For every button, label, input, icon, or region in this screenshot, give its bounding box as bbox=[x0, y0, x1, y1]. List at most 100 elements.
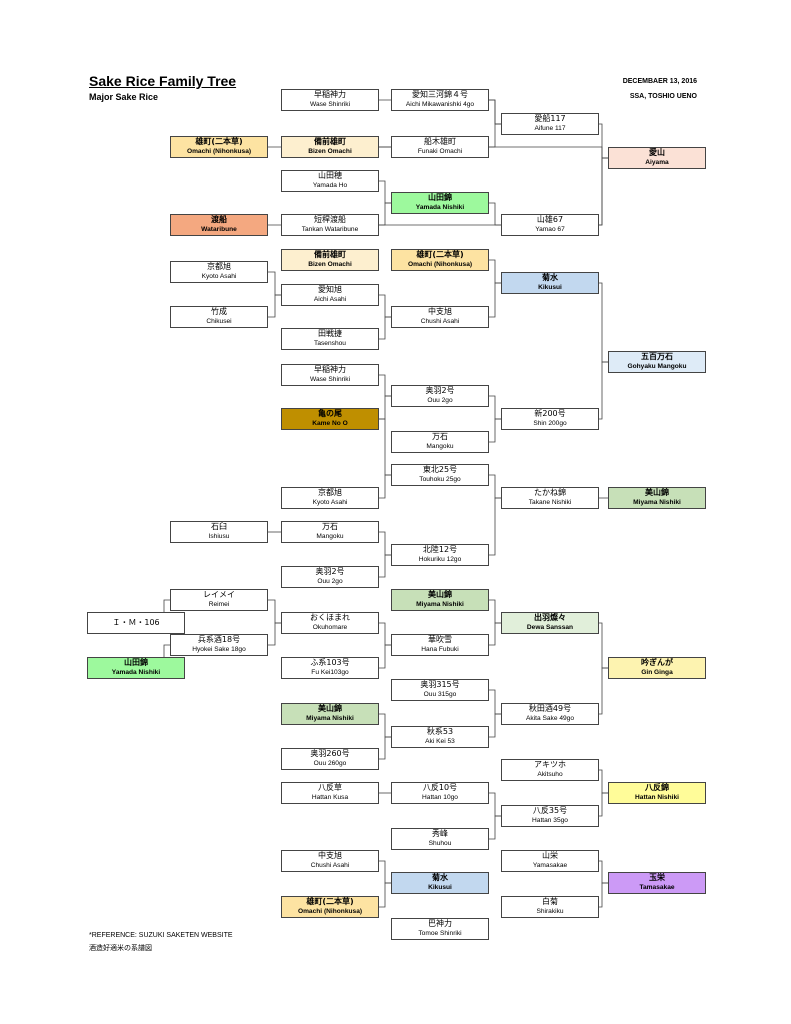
connector-line bbox=[379, 294, 391, 318]
rice-name-en: Miyama Nishiki bbox=[306, 715, 354, 722]
rice-node-omachi3: 雄町(二本草)Omachi (Nihonkusa) bbox=[281, 896, 379, 918]
rice-name-en: Akita Sake 49go bbox=[525, 715, 575, 722]
connector-line bbox=[599, 667, 608, 715]
rice-name-jp: 出羽燦々 bbox=[534, 613, 566, 622]
rice-name-jp: 中支旭 bbox=[318, 851, 342, 860]
rice-name-jp: 万石 bbox=[432, 432, 448, 441]
connector-line bbox=[599, 792, 608, 817]
connector-line bbox=[379, 554, 391, 578]
rice-name-en: Hattan Kusa bbox=[311, 794, 349, 801]
connector-line bbox=[379, 418, 391, 476]
rice-name-en: Tamasakae bbox=[639, 884, 675, 891]
connector-line bbox=[599, 882, 608, 908]
rice-name-jp: 早稲神力 bbox=[314, 365, 346, 374]
connector-line bbox=[379, 860, 391, 884]
connector-line bbox=[489, 202, 501, 226]
rice-name-en: Ouu 315go bbox=[423, 691, 457, 698]
rice-name-en: Mangoku bbox=[316, 533, 344, 540]
rice-name-jp: 八反錦 bbox=[645, 783, 669, 792]
connector-line bbox=[379, 202, 391, 226]
rice-name-en: Wataribune bbox=[201, 226, 237, 233]
rice-name-jp: 愛知旭 bbox=[318, 285, 342, 294]
rice-name-jp: 八反35号 bbox=[532, 806, 568, 815]
rice-node-miyama3: 美山錦 Miyama Nishiki bbox=[281, 703, 379, 725]
connector-line bbox=[599, 123, 608, 159]
rice-name-en: Aichi Asahi bbox=[313, 296, 347, 303]
connector-line bbox=[489, 395, 501, 420]
connector-line bbox=[379, 644, 391, 669]
rice-name-jp: 愛船117 bbox=[534, 114, 566, 123]
rice-name-en: Okuhomare bbox=[312, 624, 348, 631]
connector-line bbox=[489, 282, 501, 318]
author-label: SSA, TOSHIO UENO bbox=[629, 93, 697, 100]
connector-line bbox=[489, 622, 501, 646]
rice-name-jp: 田戦捷 bbox=[318, 329, 342, 338]
rice-name-jp: 北陸12号 bbox=[422, 545, 458, 554]
date-label: DECEMBAER 13, 2016 bbox=[622, 78, 697, 85]
page-title: Sake Rice Family Tree bbox=[89, 73, 237, 89]
connector-line bbox=[489, 474, 501, 499]
rice-name-jp: 奥羽2号 bbox=[425, 386, 455, 395]
rice-name-jp: 菊水 bbox=[542, 273, 558, 282]
rice-name-jp: 吟ぎんが bbox=[641, 658, 673, 667]
rice-node-ouu315: 奥羽315号 Ouu 315go bbox=[391, 679, 489, 701]
rice-name-jp: 奥羽2号 bbox=[315, 567, 345, 576]
connector-line bbox=[379, 736, 391, 760]
rice-name-en: Omachi (Nihonkusa) bbox=[186, 148, 252, 155]
rice-name-en: Tomoe Shinriki bbox=[418, 930, 462, 937]
rice-name-jp: 美山錦 bbox=[318, 704, 342, 713]
rice-name-en: Mangoku bbox=[426, 443, 454, 450]
reference-note: *REFERENCE: SUZUKI SAKETEN WEBSITE bbox=[89, 932, 233, 939]
rice-name-jp: Ｉ・Ｍ・106 bbox=[112, 618, 160, 627]
connector-line bbox=[379, 622, 391, 646]
rice-name-en: Kyoto Asahi bbox=[312, 499, 348, 506]
rice-name-jp: 八反10号 bbox=[422, 783, 458, 792]
rice-name-jp: 備前雄町 bbox=[314, 250, 346, 259]
rice-name-en: Hattan Nishiki bbox=[635, 794, 679, 801]
connector-line bbox=[489, 599, 501, 624]
rice-name-en: Chikusei bbox=[206, 318, 232, 325]
rice-name-en: Hattan 10go bbox=[422, 794, 458, 801]
rice-name-jp: 山栄 bbox=[542, 851, 558, 860]
rice-name-en: Gohyaku Mangoku bbox=[627, 363, 687, 370]
connector-line bbox=[489, 123, 501, 148]
rice-name-jp: 中支旭 bbox=[428, 307, 452, 316]
connector-line bbox=[379, 474, 391, 499]
rice-node-hattannishiki: 八反錦 Hattan Nishiki bbox=[608, 782, 706, 804]
reference-note-jp: 酒造好適米の系譜図 bbox=[89, 944, 152, 952]
rice-name-jp: 山田錦 bbox=[428, 193, 452, 202]
rice-node-aichiasahi: 愛知旭 Aichi Asahi bbox=[281, 284, 379, 306]
rice-name-jp: 船木雄町 bbox=[424, 137, 456, 146]
rice-name-jp: 雄町(二本草) bbox=[416, 250, 464, 259]
rice-name-jp: 奥羽315号 bbox=[420, 680, 460, 689]
